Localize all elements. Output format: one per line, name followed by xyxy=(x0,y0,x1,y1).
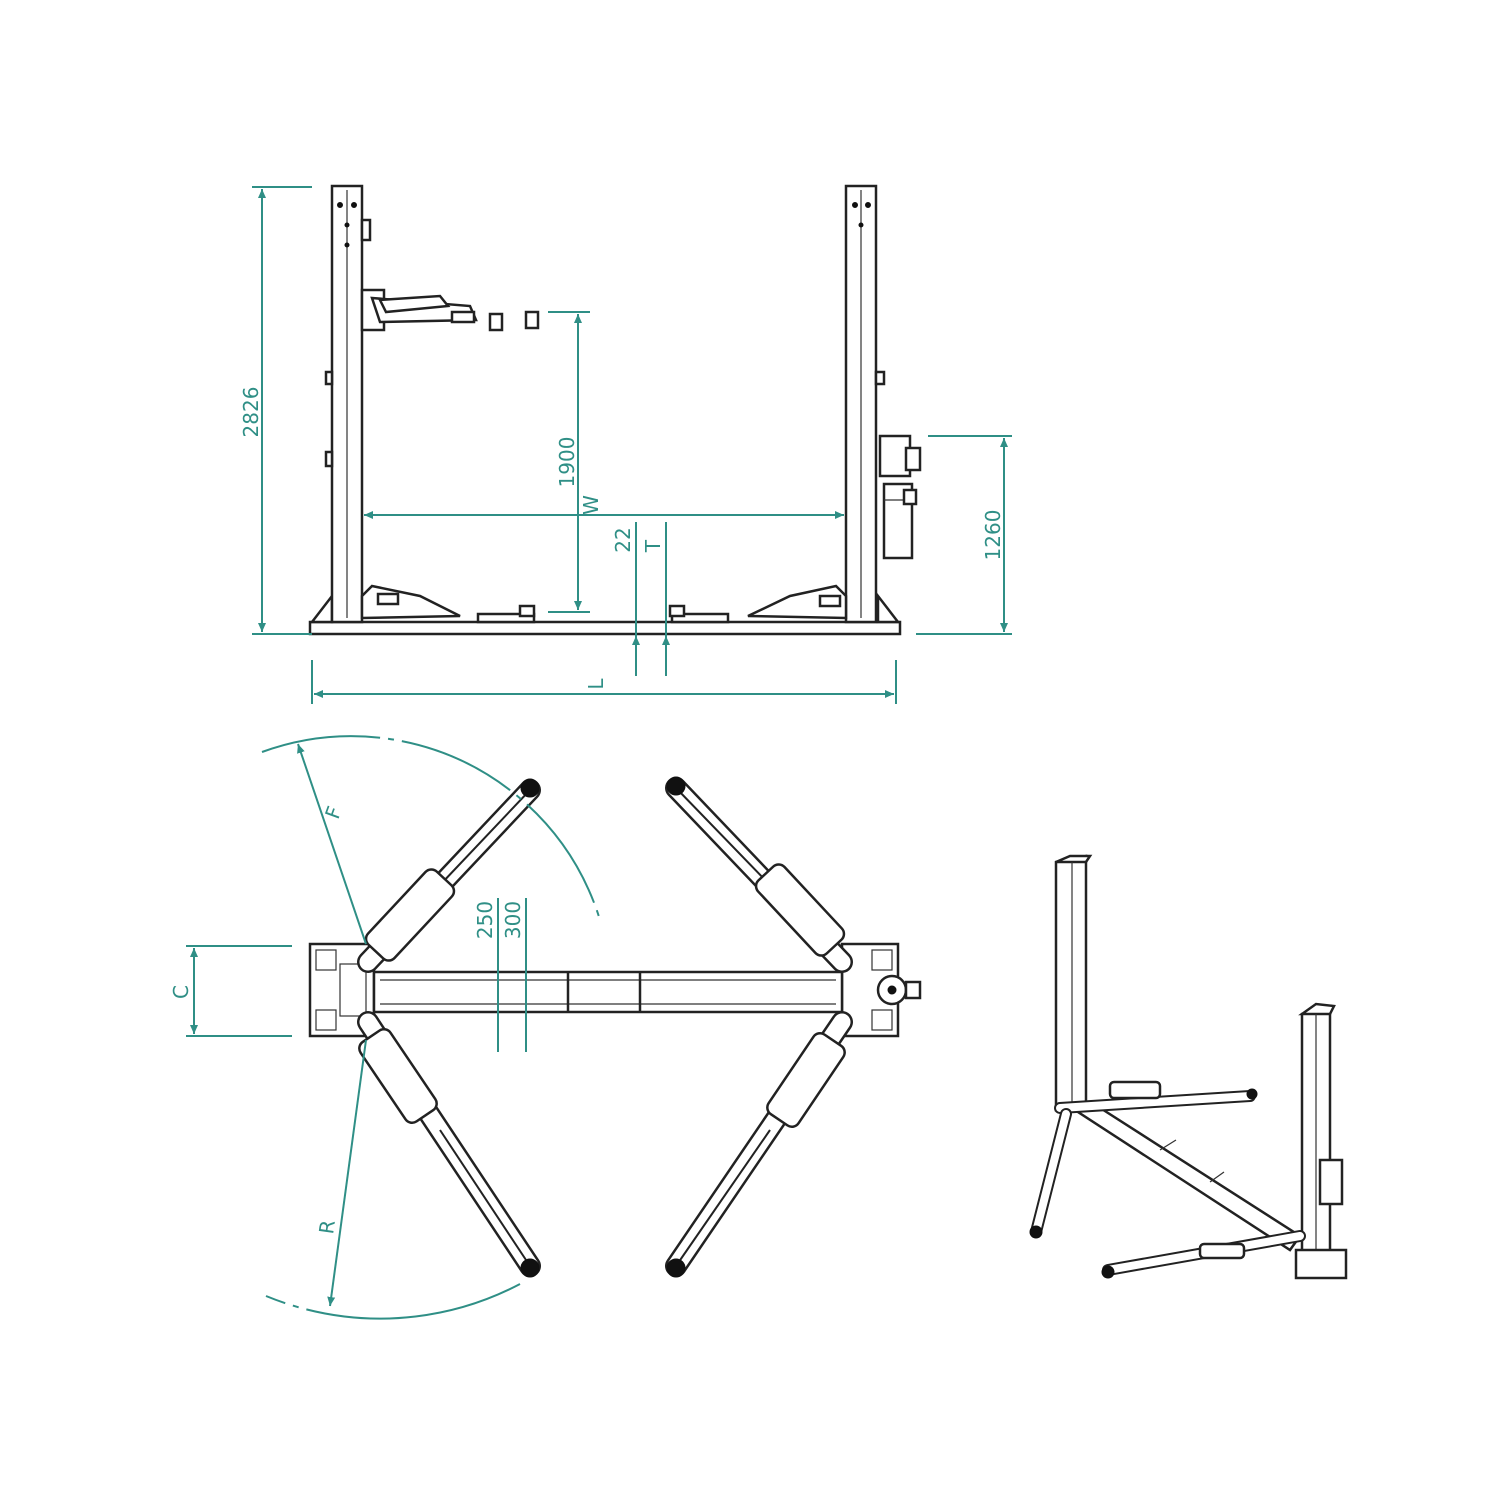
width-w-label: W xyxy=(579,495,603,515)
iso-floor-plate xyxy=(1075,1102,1302,1252)
base-plate xyxy=(308,620,902,636)
dim-width-w: W xyxy=(364,495,844,519)
dim-250-label: 250 xyxy=(473,901,497,939)
dim-22-label: 22 xyxy=(611,527,635,552)
right-base-gusset xyxy=(876,592,901,624)
arm-height-label: 1900 xyxy=(555,437,579,488)
arm-front-left xyxy=(357,778,541,973)
dim-250: 250 xyxy=(473,898,499,1052)
dim-300-label: 300 xyxy=(501,901,525,939)
floor-cover-plate xyxy=(372,970,844,1014)
power-unit-motor xyxy=(878,434,922,560)
dim-c: C xyxy=(169,945,292,1037)
dim-arm-height: 1900 xyxy=(548,311,590,613)
overall-height-label: 2826 xyxy=(239,387,263,438)
dim-c-label: C xyxy=(169,985,193,999)
arm-rear-right xyxy=(665,1011,853,1278)
left-post xyxy=(324,184,372,624)
arm-rear-left xyxy=(357,1011,541,1278)
right-lower-arm xyxy=(668,584,848,624)
dim-t-label: T xyxy=(641,539,665,553)
dim-length-l: L xyxy=(311,660,897,704)
dim-radius-r: R xyxy=(265,1039,521,1320)
iso-right-arms xyxy=(1101,1230,1306,1279)
right-post xyxy=(844,184,886,624)
arm-front-right xyxy=(665,776,853,973)
left-raised-arm xyxy=(360,288,540,332)
front-elevation-view: 2826 1900 W 22 T 1260 xyxy=(239,184,1012,704)
left-base-gusset xyxy=(309,592,334,624)
dim-t: T xyxy=(641,522,670,676)
motor-height-label: 1260 xyxy=(981,510,1005,561)
dim-motor-height: 1260 xyxy=(916,435,1012,635)
isometric-view xyxy=(1029,854,1348,1280)
plan-view: F R 250 300 C xyxy=(169,735,922,1320)
iso-right-post xyxy=(1294,1002,1348,1280)
length-l-label: L xyxy=(584,678,608,690)
iso-left-post xyxy=(1054,854,1093,1112)
dim-300: 300 xyxy=(501,898,527,1052)
radius-r-label: R xyxy=(314,1218,340,1235)
left-lower-arm xyxy=(360,584,536,624)
dim-overall-height: 2826 xyxy=(239,186,312,635)
right-post-base-plan xyxy=(840,942,922,1038)
iso-left-arms xyxy=(1029,1080,1258,1239)
dim-22: 22 xyxy=(611,522,640,676)
